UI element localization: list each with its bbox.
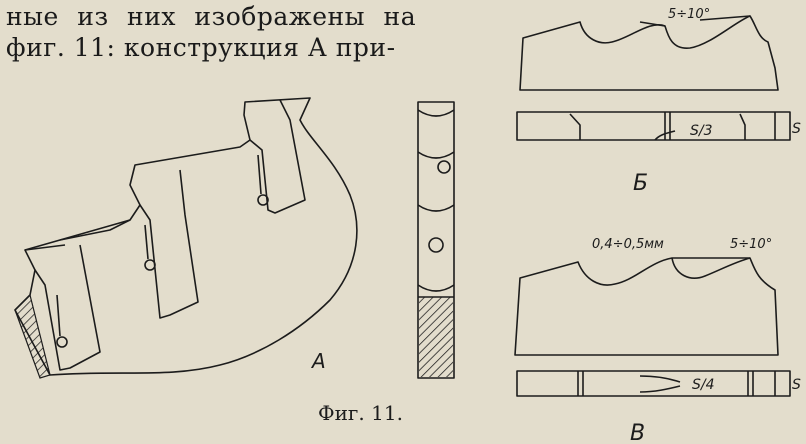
v-angle-label: 5÷10° xyxy=(730,237,772,252)
drawing-construction-v: 0,4÷0,5мм 5÷10° S/4 S В xyxy=(514,237,801,444)
v-gap-label: 0,4÷0,5мм xyxy=(592,237,664,252)
drawing-side-view xyxy=(417,101,455,379)
v-thickness-label: S/4 xyxy=(692,377,715,393)
b-thickness-label: S/3 xyxy=(690,123,713,139)
figure-caption: Фиг. 11. xyxy=(318,401,403,425)
b-s-label: S xyxy=(792,121,801,137)
b-angle-label: 5÷10° xyxy=(668,7,710,22)
drawing-construction-b: 5÷10° S/3 S Б xyxy=(516,7,801,196)
v-s-label: S xyxy=(792,377,801,393)
drawing-construction-a: А xyxy=(14,97,358,379)
body-text-line-1: ные из них изображены на xyxy=(6,2,417,31)
label-a: А xyxy=(310,349,326,373)
body-text-line-2: фиг. 11: конструкция А при- xyxy=(6,33,396,62)
label-b: Б xyxy=(633,171,648,196)
label-v: В xyxy=(630,421,645,444)
